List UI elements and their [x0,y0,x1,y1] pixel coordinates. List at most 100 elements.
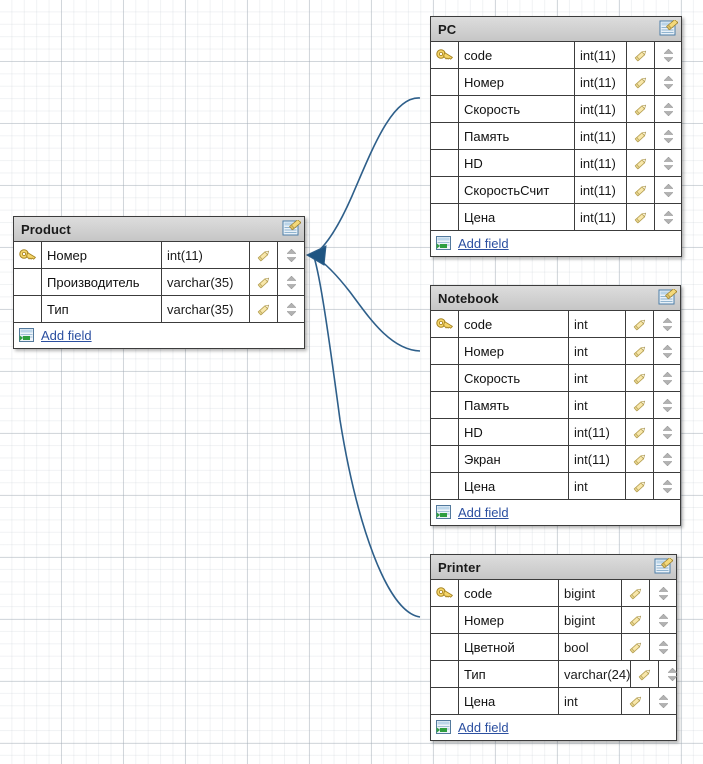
field-edit-cell[interactable] [626,392,654,418]
up-down-arrows-icon[interactable] [661,479,673,494]
field-row-pc-6[interactable]: Цена int(11) [431,204,681,231]
pencil-icon[interactable] [632,479,648,494]
add-field-label[interactable]: Add field [458,236,509,251]
up-down-arrows-icon[interactable] [661,425,673,440]
add-field-row[interactable]: Add field [431,500,680,525]
field-edit-cell[interactable] [626,419,654,445]
field-reorder-cell[interactable] [655,123,681,149]
pencil-icon[interactable] [628,586,644,601]
field-reorder-cell[interactable] [654,392,680,418]
up-down-arrows-icon[interactable] [657,694,669,709]
field-reorder-cell[interactable] [655,177,681,203]
up-down-arrows-icon[interactable] [657,613,669,628]
up-down-arrows-icon[interactable] [662,156,674,171]
table-box-product[interactable]: Product [13,216,305,349]
field-edit-cell[interactable] [627,96,655,122]
field-edit-cell[interactable] [627,150,655,176]
table-box-notebook[interactable]: Notebook [430,285,681,526]
field-row-printer-1[interactable]: Номер bigint [431,607,676,634]
up-down-arrows-icon[interactable] [661,452,673,467]
up-down-arrows-icon[interactable] [662,102,674,117]
field-row-pc-2[interactable]: Скорость int(11) [431,96,681,123]
field-reorder-cell[interactable] [654,419,680,445]
field-row-pc-4[interactable]: HD int(11) [431,150,681,177]
field-edit-cell[interactable] [627,123,655,149]
field-edit-cell[interactable] [622,607,650,633]
up-down-arrows-icon[interactable] [657,640,669,655]
table-edit-icon[interactable] [658,289,677,307]
field-row-notebook-4[interactable]: HD int(11) [431,419,680,446]
field-row-notebook-5[interactable]: Экран int(11) [431,446,680,473]
add-field-label[interactable]: Add field [458,505,509,520]
table-edit-icon[interactable] [654,558,673,576]
pencil-icon[interactable] [633,156,649,171]
pencil-icon[interactable] [256,302,272,317]
field-reorder-cell[interactable] [650,607,676,633]
table-header-printer[interactable]: Printer [431,555,676,580]
up-down-arrows-icon[interactable] [285,302,297,317]
up-down-arrows-icon[interactable] [657,586,669,601]
up-down-arrows-icon[interactable] [667,667,678,682]
up-down-arrows-icon[interactable] [661,317,673,332]
add-field-row[interactable]: Add field [14,323,304,348]
field-reorder-cell[interactable] [655,69,681,95]
up-down-arrows-icon[interactable] [662,183,674,198]
table-header-pc[interactable]: PC [431,17,681,42]
field-edit-cell[interactable] [626,365,654,391]
field-row-pc-3[interactable]: Память int(11) [431,123,681,150]
pencil-icon[interactable] [633,183,649,198]
pencil-icon[interactable] [633,102,649,117]
up-down-arrows-icon[interactable] [285,275,297,290]
field-row-pc-1[interactable]: Номер int(11) [431,69,681,96]
field-row-pc-0[interactable]: code int(11) [431,42,681,69]
field-reorder-cell[interactable] [278,296,304,322]
field-row-pc-5[interactable]: СкоростьСчит int(11) [431,177,681,204]
field-edit-cell[interactable] [631,661,660,687]
table-edit-icon[interactable] [282,220,301,238]
field-reorder-cell[interactable] [654,446,680,472]
field-reorder-cell[interactable] [654,365,680,391]
field-reorder-cell[interactable] [278,242,304,268]
pencil-icon[interactable] [633,210,649,225]
add-field-label[interactable]: Add field [41,328,92,343]
pencil-icon[interactable] [632,344,648,359]
table-header-notebook[interactable]: Notebook [431,286,680,311]
table-box-printer[interactable]: Printer [430,554,678,741]
field-reorder-cell[interactable] [650,688,676,714]
field-edit-cell[interactable] [626,338,654,364]
table-edit-icon[interactable] [659,20,678,38]
field-row-notebook-0[interactable]: code int [431,311,680,338]
field-reorder-cell[interactable] [655,96,681,122]
pencil-icon[interactable] [632,398,648,413]
add-field-row[interactable]: Add field [431,231,681,256]
field-reorder-cell[interactable] [655,150,681,176]
pencil-icon[interactable] [628,613,644,628]
field-row-notebook-2[interactable]: Скорость int [431,365,680,392]
up-down-arrows-icon[interactable] [661,398,673,413]
field-reorder-cell[interactable] [654,311,680,337]
field-edit-cell[interactable] [627,177,655,203]
pencil-icon[interactable] [632,425,648,440]
pencil-icon[interactable] [632,452,648,467]
pencil-icon[interactable] [633,48,649,63]
field-edit-cell[interactable] [626,446,654,472]
field-edit-cell[interactable] [622,688,650,714]
pencil-icon[interactable] [633,129,649,144]
up-down-arrows-icon[interactable] [661,371,673,386]
pencil-icon[interactable] [632,317,648,332]
field-row-notebook-6[interactable]: Цена int [431,473,680,500]
field-row-notebook-3[interactable]: Память int [431,392,680,419]
field-row-printer-2[interactable]: Цветной bool [431,634,676,661]
up-down-arrows-icon[interactable] [662,210,674,225]
field-row-notebook-1[interactable]: Номер int [431,338,680,365]
field-edit-cell[interactable] [626,311,654,337]
field-edit-cell[interactable] [622,634,650,660]
add-field-row[interactable]: Add field [431,715,676,740]
add-field-label[interactable]: Add field [458,720,509,735]
up-down-arrows-icon[interactable] [662,75,674,90]
up-down-arrows-icon[interactable] [285,248,297,263]
pencil-icon[interactable] [628,640,644,655]
field-edit-cell[interactable] [250,269,278,295]
pencil-icon[interactable] [637,667,653,682]
field-reorder-cell[interactable] [654,473,680,499]
